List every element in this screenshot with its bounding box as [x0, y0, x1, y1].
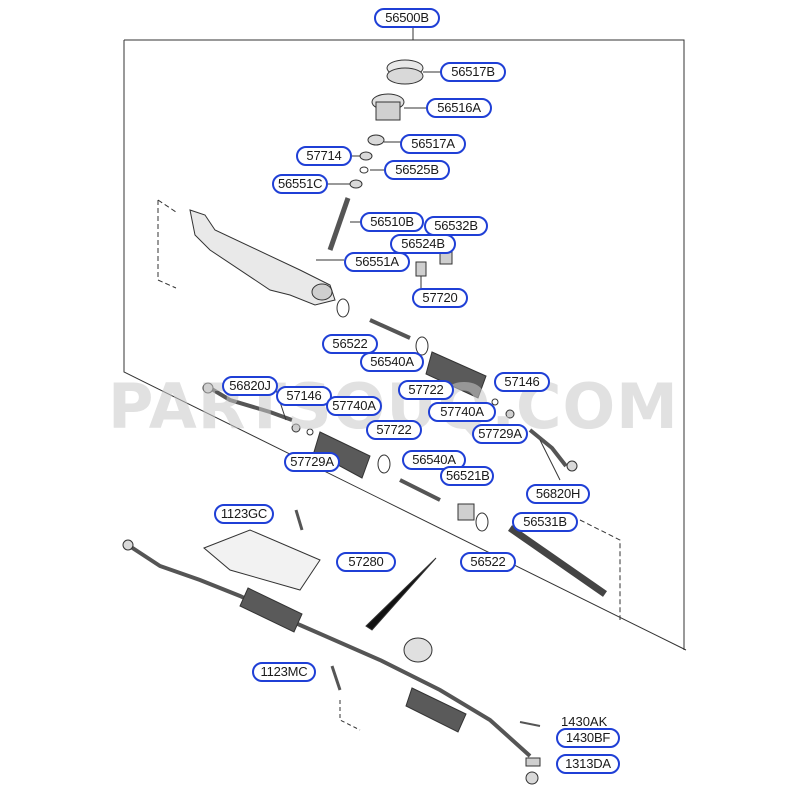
callout-56524B[interactable]: 56524B	[390, 234, 456, 254]
callout-56522-bottom[interactable]: 56522	[460, 552, 516, 572]
callout-57720[interactable]: 57720	[412, 288, 468, 308]
part-57722-mid	[377, 454, 391, 474]
part-56517B-base	[386, 67, 424, 85]
callout-56517B[interactable]: 56517B	[440, 62, 506, 82]
callout-57146-left[interactable]: 57146	[276, 386, 332, 406]
callout-56516A[interactable]: 56516A	[426, 98, 492, 118]
part-rack-housing-upper	[189, 209, 336, 306]
part-57280	[203, 529, 321, 591]
callout-57740A-left[interactable]: 57740A	[326, 396, 382, 416]
frame-line	[123, 40, 687, 651]
callout-1123GC[interactable]: 1123GC	[214, 504, 274, 524]
part-56521B	[457, 503, 475, 521]
part-56820J-ball	[202, 382, 214, 394]
callout-56551A[interactable]: 56551A	[344, 252, 410, 272]
label-1430AK: 1430AK	[561, 714, 608, 729]
callout-56521B[interactable]: 56521B	[440, 466, 494, 486]
lower-assembly-boot-left	[239, 587, 303, 633]
frame-line	[124, 39, 685, 650]
part-57729A-left	[306, 428, 314, 436]
lower-assembly-ball-right	[525, 771, 539, 785]
callout-56551C[interactable]: 56551C	[272, 174, 328, 194]
dashed-box	[157, 200, 177, 289]
part-56820H	[528, 428, 568, 468]
assembly-arrow	[365, 557, 437, 631]
leader-line	[539, 439, 561, 481]
part-57740A-right	[425, 351, 487, 399]
callout-56820H[interactable]: 56820H	[526, 484, 590, 504]
callout-56522-top[interactable]: 56522	[322, 334, 378, 354]
part-57720	[415, 261, 427, 277]
part-56820J	[208, 386, 293, 422]
callout-57729A-left[interactable]: 57729A	[284, 452, 340, 472]
lower-assembly-ball-left	[122, 539, 134, 551]
part-56522-top	[336, 298, 350, 318]
part-housing-port	[311, 283, 333, 301]
lower-assembly-boot-right	[405, 687, 467, 733]
part-56516A-body	[375, 101, 401, 121]
dashed-box	[579, 519, 621, 620]
part-1123GC	[294, 509, 304, 531]
part-1430AK	[519, 721, 541, 727]
part-56820H-ball	[566, 460, 578, 472]
part-1123MC	[330, 665, 342, 691]
callout-56510B[interactable]: 56510B	[360, 212, 424, 232]
callout-1123MC[interactable]: 1123MC	[252, 662, 316, 682]
callout-56540A-mid[interactable]: 56540A	[402, 450, 466, 470]
part-56551C	[349, 179, 363, 189]
callout-57722-top[interactable]: 57722	[398, 380, 454, 400]
part-56525B	[359, 166, 369, 174]
callout-56517A[interactable]: 56517A	[400, 134, 466, 154]
callout-1430BF[interactable]: 1430BF	[556, 728, 620, 748]
callout-56532B[interactable]: 56532B	[424, 216, 488, 236]
part-56510B	[327, 197, 351, 251]
lower-assembly-gear	[403, 637, 433, 663]
callout-57714[interactable]: 57714	[296, 146, 352, 166]
callout-57146-right[interactable]: 57146	[494, 372, 550, 392]
part-57714	[359, 151, 373, 161]
callout-56525B[interactable]: 56525B	[384, 160, 450, 180]
callout-57729A-right[interactable]: 57729A	[472, 424, 528, 444]
part-57146-left	[291, 423, 301, 433]
callout-1313DA[interactable]: 1313DA	[556, 754, 620, 774]
part-57740A-left	[313, 431, 371, 479]
callout-56531B[interactable]: 56531B	[512, 512, 578, 532]
lower-assembly-rack	[126, 543, 532, 758]
part-57146-right	[505, 409, 515, 419]
callout-56820J[interactable]: 56820J	[222, 376, 278, 396]
part-56540A-mid	[399, 478, 441, 502]
part-56522-bottom	[475, 512, 489, 532]
callout-57280[interactable]: 57280	[336, 552, 396, 572]
part-56531B	[508, 525, 607, 597]
dashed-box	[157, 199, 177, 213]
callout-57740A-right[interactable]: 57740A	[428, 402, 496, 422]
part-56517A	[367, 134, 385, 146]
part-1313DA	[525, 757, 541, 767]
callout-56500B[interactable]: 56500B	[374, 8, 440, 28]
dashed-box	[339, 700, 361, 731]
callout-56540A-top[interactable]: 56540A	[360, 352, 424, 372]
part-56540A-top	[369, 318, 411, 340]
callout-57722-mid[interactable]: 57722	[366, 420, 422, 440]
part-57729A-right	[491, 398, 499, 406]
